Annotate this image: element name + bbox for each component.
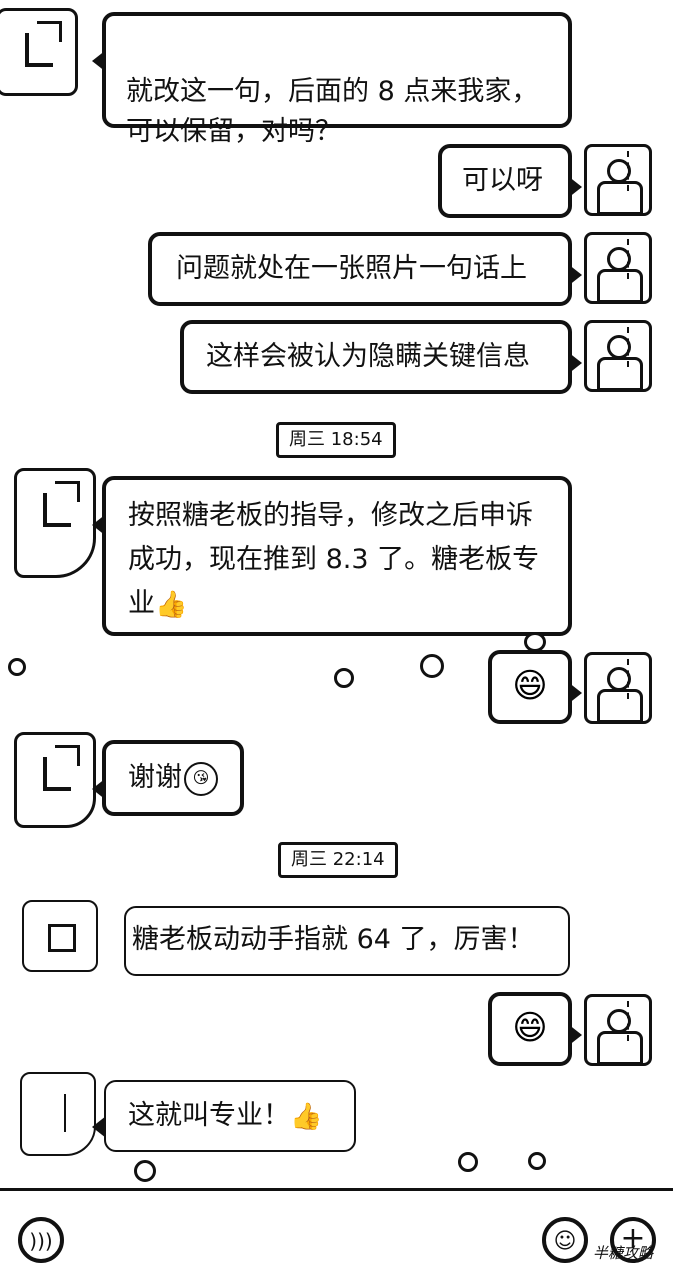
my-avatar[interactable] [584,652,652,724]
message-text: 可以呀 [462,165,543,196]
watermark: 半糖攻略 [592,1244,653,1262]
message-text: 谢谢 [128,762,182,793]
decorative-dot [524,632,546,652]
message-text: 按照糖老板的指导，修改之后申诉成功，现在推到 8.3 了。糖老板专业 [128,500,540,619]
plus-icon[interactable]: + [610,1217,656,1263]
message-bubble-outgoing[interactable]: 问题就处在一张照片一句话上 [148,232,582,306]
decorative-dot [334,668,354,688]
timestamp: 周三 22:14 [278,842,398,878]
voice-icon[interactable]: ))) [18,1217,64,1263]
decorative-dot [8,658,26,676]
thumbs-up-icon: 👍 [290,1101,323,1132]
contact-avatar[interactable] [22,900,98,972]
my-avatar[interactable] [584,232,652,304]
contact-avatar[interactable] [14,468,96,578]
message-bubble-incoming[interactable]: 谢谢😘 [92,740,244,816]
message-bubble-incoming[interactable]: 这就叫专业！👍 [92,1080,356,1152]
timestamp: 周三 18:54 [276,422,396,458]
message-text: 糖老板动动手指就 64 了，厉害！ [132,924,535,955]
message-text: 问题就处在一张照片一句话上 [176,253,527,284]
message-text: 这样会被认为隐瞒关键信息 [206,341,530,372]
contact-avatar[interactable] [14,732,96,828]
message-bubble-incoming[interactable]: 按照糖老板的指导，修改之后申诉成功，现在推到 8.3 了。糖老板专业👍 [92,476,572,636]
message-bubble-outgoing[interactable]: 这样会被认为隐瞒关键信息 [180,320,582,394]
contact-avatar[interactable] [0,8,78,96]
message-bubble-incoming[interactable]: 就改这一句，后面的 8 点来我家， 可以保留，对吗？ [92,12,572,147]
my-avatar[interactable] [584,144,652,216]
message-text: 这就叫专业！ [128,1100,290,1131]
input-toolbar: ))) ☺ + 半糖攻略 [0,1188,673,1283]
laughing-face-icon: 😄 [512,1008,548,1048]
decorative-dot [528,1152,546,1170]
decorative-dot [458,1152,478,1172]
decorative-dot [420,654,444,678]
decorative-dot [134,1160,156,1182]
message-bubble-outgoing[interactable]: 可以呀 [438,144,582,218]
message-bubble-incoming[interactable]: 糖老板动动手指就 64 了，厉害！ [124,906,570,976]
contact-avatar[interactable] [20,1072,96,1156]
my-avatar[interactable] [584,994,652,1066]
emoji-icon[interactable]: ☺ [542,1217,588,1263]
kiss-face-icon: 😘 [184,761,218,796]
thumbs-up-icon: 👍 [155,589,188,620]
message-text: 就改这一句，后面的 8 点来我家， 可以保留，对吗？ [126,76,539,147]
my-avatar[interactable] [584,320,652,392]
laughing-face-icon: 😄 [512,666,548,706]
sticker-message[interactable]: 😄 [488,992,582,1066]
sticker-message[interactable]: 😄 [488,650,582,724]
